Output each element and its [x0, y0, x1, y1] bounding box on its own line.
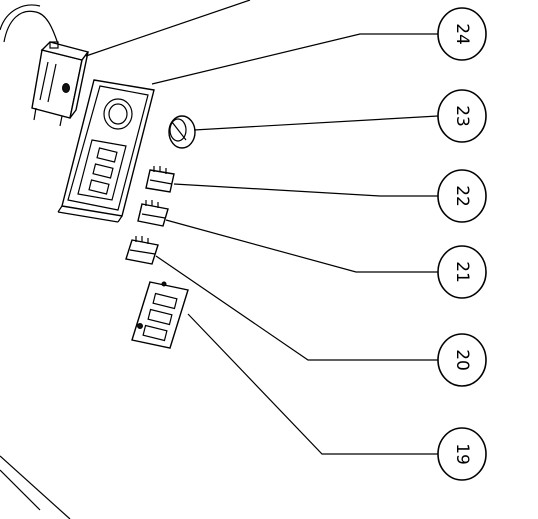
callout-label: 20	[452, 349, 472, 371]
part-23-knob	[168, 115, 196, 149]
leader-22	[173, 183, 438, 197]
callout-label: 24	[452, 23, 472, 45]
leader-24	[151, 33, 438, 85]
callout-21: 21	[437, 245, 487, 299]
edge-line	[0, 455, 71, 519]
leader-21	[165, 219, 438, 273]
callout-label: 22	[452, 185, 472, 207]
part-frame-plate	[57, 79, 155, 223]
callout-label: 19	[452, 443, 472, 465]
part-19-cover	[131, 281, 189, 349]
leader-23	[193, 115, 439, 131]
callout-19: 19	[437, 427, 487, 481]
housing-hole	[62, 83, 70, 93]
leader-19	[187, 313, 438, 455]
callout-22: 22	[437, 169, 487, 223]
leader-24-housing	[85, 0, 251, 57]
callout-label: 21	[452, 261, 472, 283]
callout-20: 20	[437, 333, 487, 387]
cable	[3, 10, 59, 45]
cable-outer	[0, 4, 41, 31]
part-24-housing	[31, 41, 90, 127]
callout-23: 23	[437, 89, 487, 143]
callout-24: 24	[437, 7, 487, 61]
part-21-switch	[137, 200, 169, 227]
edge-line	[0, 469, 41, 511]
callout-label: 23	[452, 105, 472, 127]
leader-20	[155, 255, 438, 361]
part-20-switch	[125, 236, 159, 265]
part-22-switch	[145, 166, 175, 193]
